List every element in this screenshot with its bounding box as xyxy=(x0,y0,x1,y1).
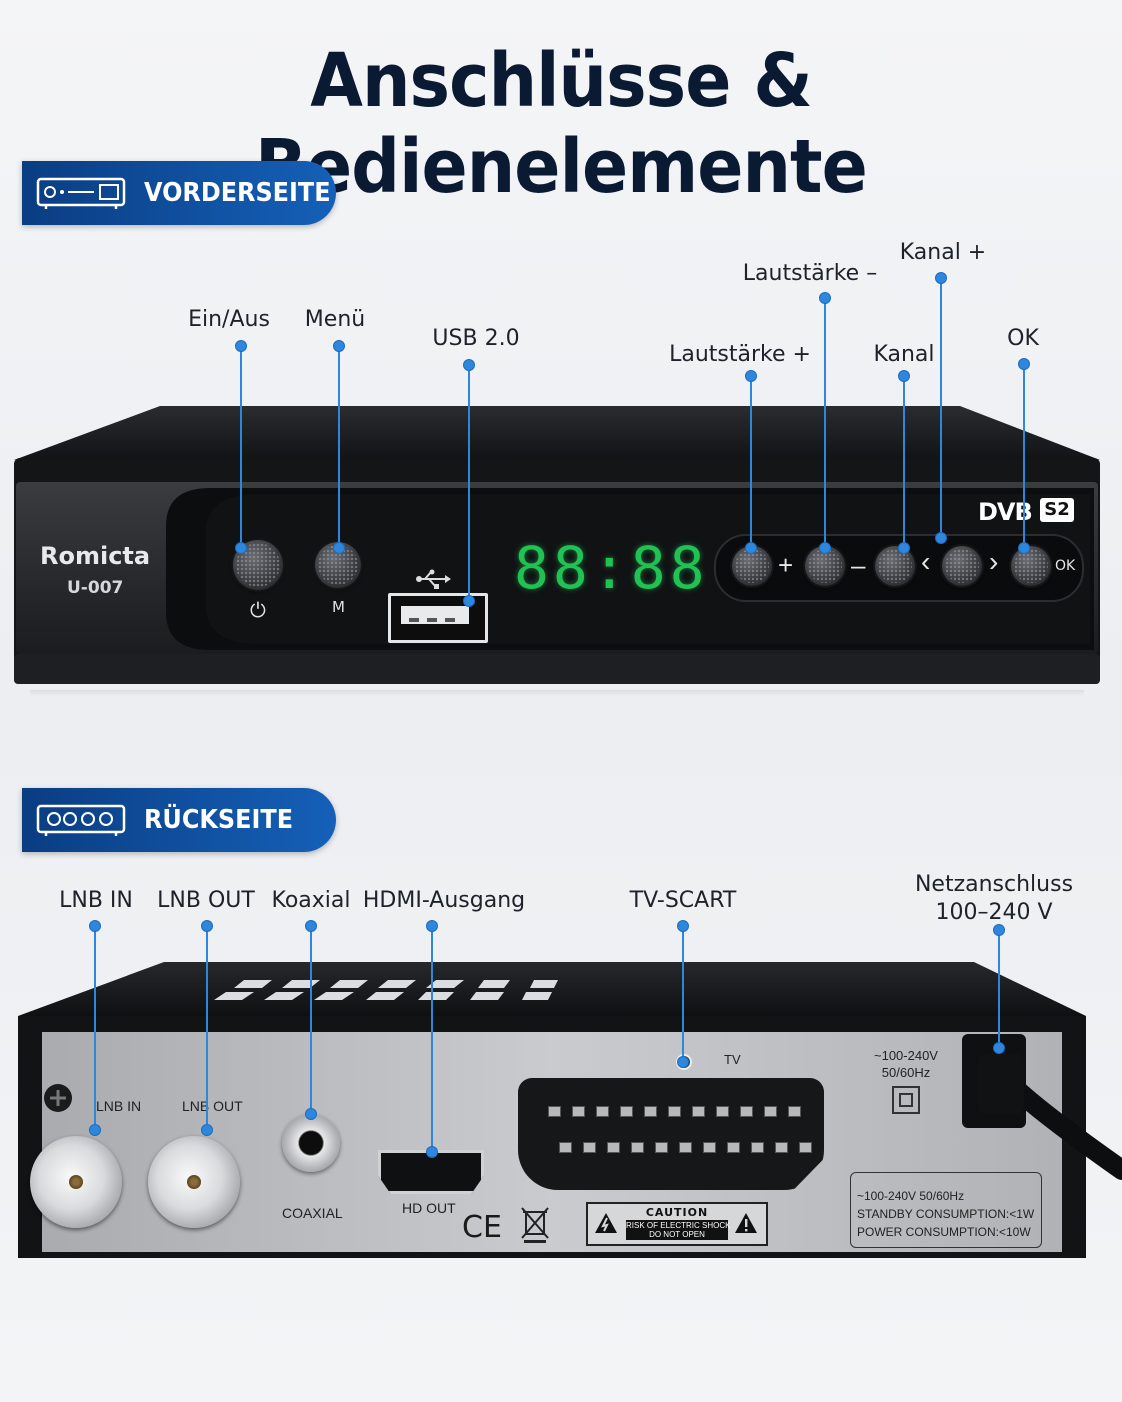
led-display: 88:88 xyxy=(514,534,709,602)
callout-coaxial: Koaxial xyxy=(271,888,351,913)
lnb-out-connector[interactable] xyxy=(148,1136,240,1228)
scart-pin xyxy=(559,1142,572,1153)
spec-line-1: ~100-240V 50/60Hz xyxy=(857,1189,965,1203)
receiver-front-view: Romicta U-007 ⏻ M 88:88 DVB S2 + – ‹ › O… xyxy=(10,400,1104,700)
callout-lnb-out: LNB OUT xyxy=(157,888,255,913)
callout-volume-up: Lautstärke + xyxy=(669,342,811,367)
receiver-back-icon xyxy=(36,804,126,836)
spec-line-2: STANDBY CONSUMPTION:<1W xyxy=(857,1207,1035,1221)
power-icon: ⏻ xyxy=(250,598,266,622)
power-cable-icon xyxy=(978,1054,1122,1180)
panel-voltage-line1: ~100-240V xyxy=(874,1048,938,1063)
panel-lnb-in-label: LNB IN xyxy=(96,1098,142,1114)
callout-hdmi: HDMI-Ausgang xyxy=(362,888,526,913)
channel-down-button[interactable] xyxy=(875,546,915,586)
callout-volume-down: Lautstärke – xyxy=(742,261,878,286)
ok-label: OK xyxy=(1055,558,1076,574)
caution-label: CAUTION RISK OF ELECTRIC SHOCK DO NOT OP… xyxy=(586,1202,768,1246)
scart-pin xyxy=(620,1106,633,1117)
minus-sign: – xyxy=(851,550,866,580)
callout-channel-up: Kanal + xyxy=(899,240,987,265)
callout-power-line1: Netzanschluss xyxy=(914,872,1074,897)
scart-pin xyxy=(799,1142,812,1153)
scart-pin xyxy=(548,1106,561,1117)
scart-pin xyxy=(703,1142,716,1153)
back-section-badge: RÜCKSEITE xyxy=(22,788,336,852)
channel-up-button[interactable] xyxy=(942,546,982,586)
front-section-label: VORDERSEITE xyxy=(144,178,331,208)
scart-pin xyxy=(631,1142,644,1153)
callout-tv-scart: TV-SCART xyxy=(629,888,737,913)
scart-pin xyxy=(727,1142,740,1153)
scart-pin xyxy=(740,1106,753,1117)
menu-symbol: M xyxy=(332,598,345,616)
scart-pin xyxy=(775,1142,788,1153)
callout-power: Ein/Aus xyxy=(188,307,270,332)
scart-port[interactable] xyxy=(518,1078,824,1190)
s2-logo: S2 xyxy=(1040,498,1074,522)
callout-usb: USB 2.0 xyxy=(432,326,520,351)
ok-button[interactable] xyxy=(1011,546,1051,586)
model-name: U-007 xyxy=(67,578,124,598)
scart-pin xyxy=(668,1106,681,1117)
exclamation-warning-icon xyxy=(735,1213,757,1233)
caution-line2: DO NOT OPEN xyxy=(649,1230,705,1239)
scart-pin xyxy=(596,1106,609,1117)
coaxial-port[interactable] xyxy=(282,1114,340,1172)
panel-coaxial-label: COAXIAL xyxy=(282,1205,343,1221)
panel-voltage-line2: 50/60Hz xyxy=(881,1065,931,1080)
callout-channel: Kanal xyxy=(873,342,935,367)
panel-hd-out-label: HD OUT xyxy=(402,1200,456,1216)
power-button[interactable] xyxy=(233,540,283,590)
spec-label-box: ~100-240V 50/60Hz STANDBY CONSUMPTION:<1… xyxy=(850,1172,1042,1248)
receiver-front-icon xyxy=(36,177,126,209)
callout-power-line2: 100–240 V xyxy=(935,900,1053,925)
front-section-badge: VORDERSEITE xyxy=(22,161,336,225)
back-section-label: RÜCKSEITE xyxy=(144,805,294,835)
scart-pin xyxy=(788,1106,801,1117)
scart-pin xyxy=(692,1106,705,1117)
ce-mark: CE xyxy=(462,1210,502,1245)
spec-line-3: POWER CONSUMPTION:<10W xyxy=(857,1225,1031,1239)
callout-menu: Menü xyxy=(304,307,366,332)
usb-symbol-icon xyxy=(416,569,451,589)
shock-warning-icon xyxy=(595,1213,617,1233)
double-insulation-icon xyxy=(892,1086,920,1114)
scart-pin xyxy=(751,1142,764,1153)
page-title: Anschlüsse & Bedienelemente xyxy=(255,38,868,210)
scart-pin xyxy=(655,1142,668,1153)
right-chevron-icon: › xyxy=(989,546,999,577)
scart-pin xyxy=(583,1142,596,1153)
scart-pin xyxy=(716,1106,729,1117)
callout-lnb-in: LNB IN xyxy=(59,888,133,913)
scart-pin xyxy=(679,1142,692,1153)
scart-pin xyxy=(644,1106,657,1117)
callout-ok: OK xyxy=(1007,326,1039,351)
panel-tv-label: TV xyxy=(724,1052,741,1067)
scart-pin xyxy=(607,1142,620,1153)
panel-lnb-out-label: LNB OUT xyxy=(182,1098,243,1114)
weee-bin-icon xyxy=(521,1207,549,1243)
caution-line1: RISK OF ELECTRIC SHOCK xyxy=(626,1221,731,1230)
left-chevron-icon: ‹ xyxy=(921,546,931,577)
receiver-back-view: LNB IN LNB OUT COAXIAL HD OUT TV ~100-24… xyxy=(14,958,1122,1268)
scart-pin xyxy=(572,1106,585,1117)
scart-pin xyxy=(764,1106,777,1117)
caution-title: CAUTION xyxy=(645,1206,709,1219)
lnb-in-connector[interactable] xyxy=(30,1136,122,1228)
brand-name: Romicta xyxy=(40,542,151,570)
hdmi-port[interactable] xyxy=(378,1150,484,1194)
plus-sign: + xyxy=(778,550,794,580)
